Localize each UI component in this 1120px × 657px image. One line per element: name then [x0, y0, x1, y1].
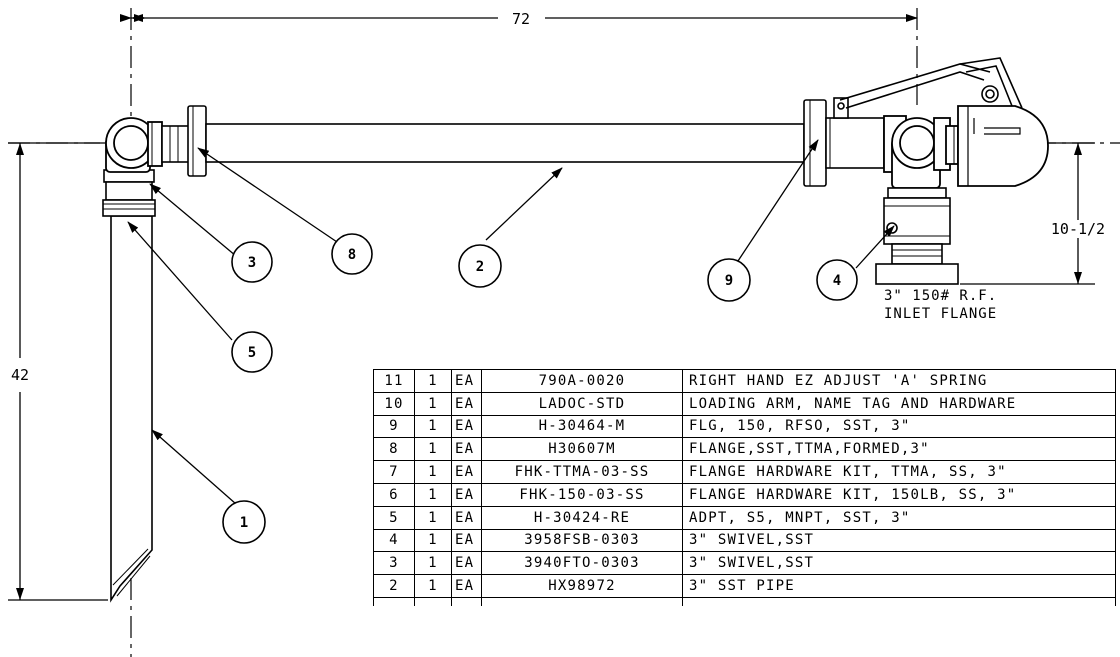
bom-item: 11	[373, 369, 415, 393]
bom-row: 11 1 EA 790A-0020 RIGHT HAND EZ ADJUST '…	[373, 369, 1116, 393]
bom-qty: 1	[414, 574, 452, 598]
bom-item: 2	[373, 574, 415, 598]
balloon-3-label: 3	[248, 255, 256, 271]
bom-item: 4	[373, 528, 415, 553]
drop-pipe	[110, 215, 153, 603]
bom-row: 5 1 EA H-30424-RE ADPT, S5, MNPT, SST, 3…	[373, 505, 1116, 530]
bom-qty: 1	[414, 482, 452, 507]
bom-description: FLANGE HARDWARE KIT, TTMA, SS, 3"	[682, 460, 1116, 484]
bom-body: 11 1 EA 790A-0020 RIGHT HAND EZ ADJUST '…	[373, 369, 1116, 606]
bom-item: 5	[373, 505, 415, 530]
bom-part-number: HX98972	[481, 574, 683, 598]
horizontal-pipe	[205, 123, 805, 163]
bom-unit: EA	[451, 437, 482, 462]
bom-part-number: H-30424-RE	[481, 505, 683, 530]
bom-description: 3" SWIVEL,SST	[682, 528, 1116, 553]
bom-row: 10 1 EA LADOC-STD LOADING ARM, NAME TAG …	[373, 391, 1116, 416]
balloon-2-label: 2	[476, 259, 484, 275]
bom-qty: 1	[414, 414, 452, 439]
bom-item: 6	[373, 482, 415, 507]
bom-qty: 1	[414, 551, 452, 576]
bom-unit: EA	[451, 551, 482, 576]
balloon-8-label: 8	[348, 247, 356, 263]
left-flange-assembly	[161, 105, 207, 177]
spring-arm	[839, 57, 1023, 109]
bom-qty: 1	[414, 460, 452, 484]
bom-description: LOADING ARM, NAME TAG AND HARDWARE	[682, 391, 1116, 416]
bom-row: 6 1 EA FHK-150-03-SS FLANGE HARDWARE KIT…	[373, 482, 1116, 507]
bom-qty: 1	[414, 391, 452, 416]
right-elbow-swivel	[883, 115, 959, 189]
lower-swivel-adapter	[102, 169, 156, 217]
bom-row: 9 1 EA H-30464-M FLG, 150, RFSO, SST, 3"	[373, 414, 1116, 439]
inlet-note-line-1: 3" 150# R.F.	[884, 288, 997, 304]
leader-lines	[127, 139, 895, 505]
bom-row-cut-off	[373, 596, 1116, 606]
bom-row: 3 1 EA 3940FTO-0303 3" SWIVEL,SST	[373, 551, 1116, 576]
bom-part-number: 3958FSB-0303	[481, 528, 683, 553]
balloon-4-label: 4	[833, 273, 841, 289]
balloon-4: 4	[816, 259, 858, 301]
left-elbow-swivel	[105, 117, 163, 173]
bom-description: 3" SST PIPE	[682, 574, 1116, 598]
bom-description: 3" SWIVEL,SST	[682, 551, 1116, 576]
bom-unit: EA	[451, 369, 482, 393]
bom-qty: 1	[414, 437, 452, 462]
bom-part-number: 790A-0020	[481, 369, 683, 393]
bom-item: 3	[373, 551, 415, 576]
length-dimension-label: 72	[512, 10, 530, 28]
bom-qty: 1	[414, 505, 452, 530]
bom-part-number: 3940FTO-0303	[481, 551, 683, 576]
inlet-height-label: 10-1/2	[1051, 220, 1105, 238]
inlet-note-line-2: INLET FLANGE	[884, 306, 997, 322]
bom-item: 8	[373, 437, 415, 462]
bom-description: FLANGE,SST,TTMA,FORMED,3"	[682, 437, 1116, 462]
bom-item: 10	[373, 391, 415, 416]
bom-row: 7 1 EA FHK-TTMA-03-SS FLANGE HARDWARE KI…	[373, 460, 1116, 484]
bom-row: 4 1 EA 3958FSB-0303 3" SWIVEL,SST	[373, 528, 1116, 553]
bom-item: 7	[373, 460, 415, 484]
balloon-9-label: 9	[725, 273, 733, 289]
bom-part-number: LADOC-STD	[481, 391, 683, 416]
bom-unit: EA	[451, 460, 482, 484]
balloon-8: 8	[331, 233, 373, 275]
balloon-5-label: 5	[248, 345, 256, 361]
balloon-1-label: 1	[240, 515, 248, 531]
bom-unit: EA	[451, 505, 482, 530]
bom-part-number: FHK-TTMA-03-SS	[481, 460, 683, 484]
bom-unit: EA	[451, 528, 482, 553]
spring-housing	[957, 105, 1049, 187]
bom-description: RIGHT HAND EZ ADJUST 'A' SPRING	[682, 369, 1116, 393]
bom-row: 2 1 EA HX98972 3" SST PIPE	[373, 574, 1116, 598]
bom-qty: 1	[414, 528, 452, 553]
bom-qty: 1	[414, 369, 452, 393]
height-dimension-label: 42	[11, 366, 29, 384]
bom-description: ADPT, S5, MNPT, SST, 3"	[682, 505, 1116, 530]
height-dimension	[8, 142, 108, 601]
inlet-swivel-body	[875, 187, 959, 285]
balloon-9: 9	[707, 258, 751, 302]
bom-part-number: H-30464-M	[481, 414, 683, 439]
bom-row: 8 1 EA H30607M FLANGE,SST,TTMA,FORMED,3"	[373, 437, 1116, 462]
balloon-2: 2	[458, 244, 502, 288]
bom-description: FLG, 150, RFSO, SST, 3"	[682, 414, 1116, 439]
bom-unit: EA	[451, 482, 482, 507]
bom-part-number: H30607M	[481, 437, 683, 462]
balloon-5: 5	[231, 331, 273, 373]
bill-of-materials-table: 11 1 EA 790A-0020 RIGHT HAND EZ ADJUST '…	[373, 369, 1116, 606]
bom-unit: EA	[451, 574, 482, 598]
bom-item: 9	[373, 414, 415, 439]
bom-description: FLANGE HARDWARE KIT, 150LB, SS, 3"	[682, 482, 1116, 507]
balloon-3: 3	[231, 241, 273, 283]
balloon-1: 1	[222, 500, 266, 544]
bom-part-number: FHK-150-03-SS	[481, 482, 683, 507]
bom-unit: EA	[451, 414, 482, 439]
bom-unit: EA	[451, 391, 482, 416]
